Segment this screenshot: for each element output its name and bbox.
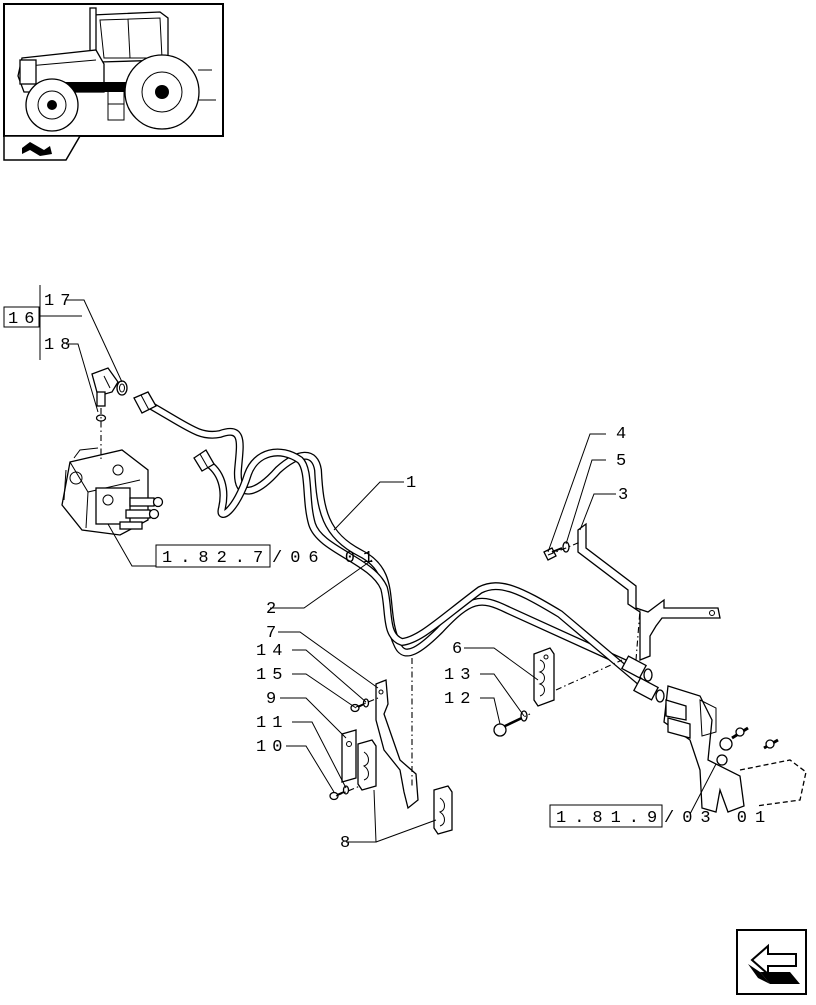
callout-4: 4 [616, 425, 632, 444]
washer-5 [562, 541, 570, 553]
tractor-thumbnail [3, 3, 224, 137]
callout-9: 9 [266, 690, 282, 709]
screw-15 [350, 703, 365, 713]
reference-1-81-9[interactable]: 1.81.9 /03 01 [549, 804, 773, 828]
next-page-arrow-icon[interactable] [736, 929, 807, 995]
reference-1-82-7-page: /06 01 [272, 549, 381, 568]
callout-15: 15 [256, 666, 288, 685]
control-valve-block [61, 447, 164, 536]
callout-10: 10 [256, 738, 288, 757]
assembly-axis-lines [100, 408, 641, 797]
callout-labels: 1 2 3 4 5 6 7 8 9 10 11 12 13 14 15 16 1… [8, 292, 634, 853]
bookmark-tab-icon [3, 135, 82, 161]
reference-1-81-9-page: /03 01 [664, 809, 773, 828]
callout-17: 17 [44, 292, 76, 311]
screw-10 [329, 791, 345, 801]
clamp-half-8-upper [357, 739, 377, 791]
callout-12: 12 [444, 690, 476, 709]
callout-11: 11 [256, 714, 288, 733]
reference-1-82-7[interactable]: 1.82.7 /06 01 [155, 544, 381, 568]
rear-coupler-assembly [663, 685, 807, 813]
callout-14: 14 [256, 642, 288, 661]
seal-ring-17 [116, 380, 128, 396]
callout-16: 16 [8, 310, 40, 329]
clamp-plate-9 [341, 729, 357, 783]
leader-lines [66, 299, 717, 843]
callout-3: 3 [618, 486, 634, 505]
pipe-nut-left-top [133, 391, 157, 414]
callout-7: 7 [266, 624, 282, 643]
elbow-fitting [91, 367, 119, 407]
bracket-7 [375, 679, 419, 810]
pipe-assembly-2 [202, 448, 654, 694]
group-16-bracket [3, 285, 82, 360]
callout-13: 13 [444, 666, 476, 685]
callout-2: 2 [266, 600, 282, 619]
callout-1: 1 [406, 474, 422, 493]
clamp-6 [533, 647, 555, 707]
clamp-half-8-lower [433, 785, 453, 835]
reference-1-82-7-code: 1.82.7 [162, 549, 271, 568]
pipe-assembly-1 [144, 400, 644, 674]
callout-18: 18 [44, 336, 76, 355]
tractor-icon [17, 7, 216, 132]
pipe-nut-left-bottom [193, 449, 215, 472]
bracket-3 [577, 522, 721, 661]
screw-4 [543, 547, 563, 561]
callout-5: 5 [616, 452, 632, 471]
reference-1-81-9-code: 1.81.9 [556, 809, 665, 828]
pipe-nut-right-top [621, 655, 653, 682]
callout-8: 8 [340, 834, 356, 853]
pipe-nut-right-bottom [633, 677, 665, 703]
callout-6: 6 [452, 640, 468, 659]
